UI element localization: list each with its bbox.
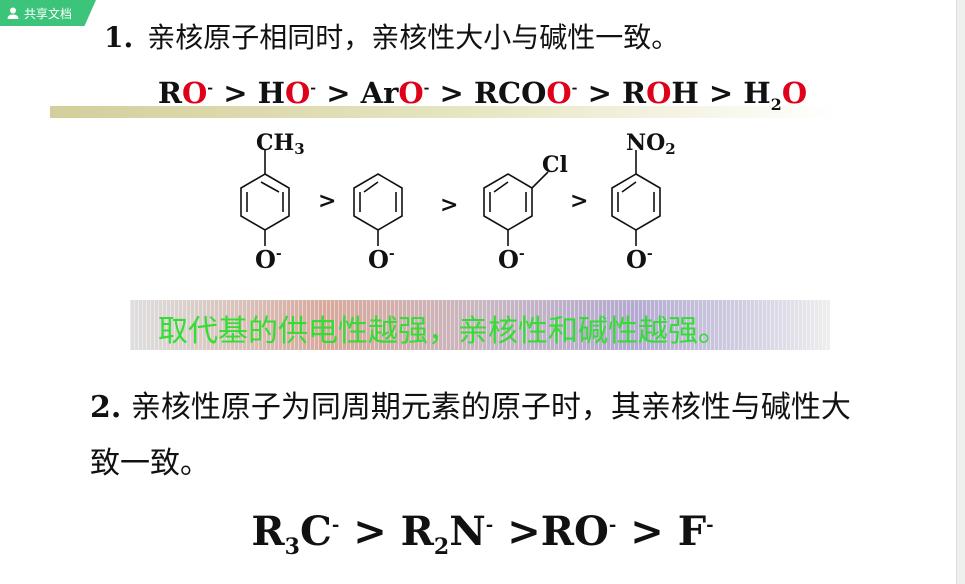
order-term: RCOO- — [473, 76, 578, 110]
phenoxide-oxygen: O- — [368, 245, 395, 274]
benzene-ring-methyl — [240, 150, 290, 246]
substituent-methyl: CH3 — [256, 130, 305, 158]
order-term: ROH — [621, 76, 699, 110]
phenoxide-oxygen: O- — [626, 245, 653, 274]
greater-than-sign: > — [318, 188, 336, 214]
formula-term: RO- — [540, 508, 617, 555]
tag-label: 共享文档 — [24, 6, 73, 21]
decorative-gradient-bar — [50, 106, 840, 118]
order-term: HO- — [257, 76, 317, 110]
phenoxide-oxygen: O- — [255, 245, 282, 274]
greater-than-sign: > — [440, 192, 458, 218]
order-term: RO- — [157, 76, 214, 110]
order-separator: > — [316, 76, 361, 110]
substituent-chloro: Cl — [542, 152, 568, 178]
scrollbar[interactable] — [956, 0, 965, 584]
point-1-number: 1. — [104, 21, 134, 54]
order-separator: > — [213, 76, 258, 110]
point-2-paragraph: 2. 亲核性原子为同周期元素的原子时，其亲核性与碱性大致一致。 — [90, 380, 880, 492]
benzene-ring-chloro — [483, 171, 549, 246]
greater-than-sign: > — [570, 188, 588, 214]
banner-stripes — [130, 300, 830, 350]
banner-text: 取代基的供电性越强，亲核性和碱性越强。 — [158, 314, 728, 349]
point-2-text: 亲核性原子为同周期元素的原子时，其亲核性与碱性大致一致。 — [90, 390, 851, 481]
formula-term: F- — [677, 508, 714, 555]
order-separator: > — [577, 76, 622, 110]
point-1-text: 亲核原子相同时，亲核性大小与碱性一致。 — [147, 21, 680, 54]
formula-separator: > — [339, 508, 401, 555]
formula-separator: > — [493, 508, 541, 555]
shared-document-tag[interactable]: 共享文档 — [0, 0, 96, 26]
phenoxide-oxygen: O- — [498, 245, 525, 274]
phenoxide-structures: CH3 Cl NO2 O- O- O- O- > > > — [240, 130, 676, 274]
formula-separator: > — [616, 508, 678, 555]
basicity-order: RO- > HO- > ArO- > RCOO- > ROH > H2O — [0, 76, 965, 114]
substituent-nitro: NO2 — [626, 130, 676, 158]
formula-term: R2N- — [400, 508, 494, 560]
order-separator: > — [698, 76, 744, 110]
conclusion-banner: 取代基的供电性越强，亲核性和碱性越强。 — [130, 300, 830, 350]
formula-term: R3C- — [251, 508, 340, 560]
user-icon — [7, 7, 19, 19]
order-term: ArO- — [360, 76, 430, 110]
nucleophilicity-order: R3C- > R2N- >RO- > F- — [0, 508, 965, 560]
point-1-heading: 1. 亲核原子相同时，亲核性大小与碱性一致。 — [104, 16, 679, 56]
order-term: H2O — [743, 76, 808, 114]
benzene-ring-nitro — [611, 150, 661, 246]
order-separator: > — [429, 76, 474, 110]
point-2-number: 2. — [90, 390, 122, 425]
benzene-ring-plain — [353, 173, 403, 246]
